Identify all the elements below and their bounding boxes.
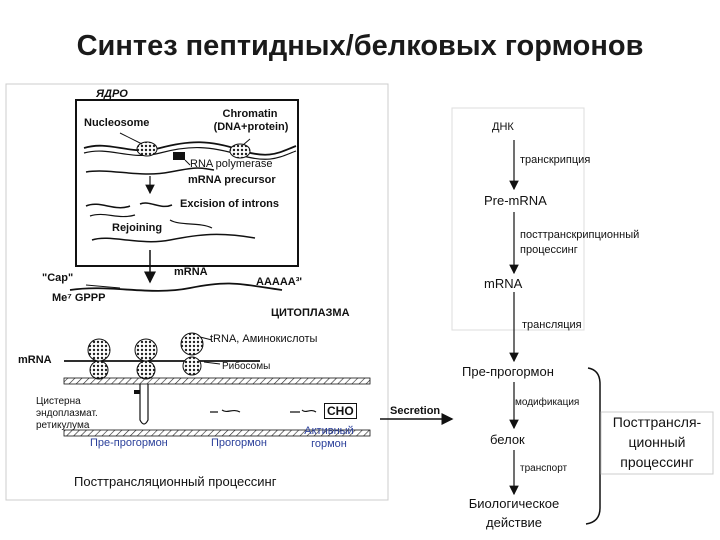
er-membrane-bottom — [63, 429, 371, 437]
ribosome-2 — [134, 338, 158, 362]
transport-label: транспорт — [520, 463, 568, 474]
chromatin-sub-label: (DNA+protein) — [213, 121, 289, 133]
nucleus-label: ЯДРО — [96, 88, 128, 100]
nucleosome-shape — [136, 141, 158, 157]
left-panel-frame — [5, 83, 389, 501]
cistern-label-1: Цистерна — [36, 396, 81, 407]
active-hormone-label-2: гормон — [311, 438, 347, 450]
protein-label: белок — [490, 432, 525, 447]
polya-label: AAAAA³' — [256, 276, 302, 288]
posttranslational-label-3: процессинг — [620, 454, 694, 470]
nucleus-box — [75, 99, 299, 267]
mrna-label-right: mRNA — [484, 276, 523, 291]
cistern-label-3: ретикулума — [36, 420, 90, 431]
ribosome-3 — [180, 332, 204, 356]
chromatin-label: Chromatin — [222, 108, 278, 120]
posttranslational-box — [600, 411, 714, 475]
pre-mrna-label: Pre-mRNA — [484, 193, 547, 208]
bio-action-label-1: Биологическое — [468, 496, 560, 511]
mrna-label-left: mRNA — [18, 354, 52, 366]
ribosomes-label: Рибосомы — [222, 361, 271, 372]
dna-label: ДНК — [492, 121, 514, 133]
trna-label: tRNA, Аминокислоты — [210, 333, 318, 345]
page-title: Синтез пептидных/белковых гормонов — [76, 30, 644, 62]
secretion-label: Secretion — [390, 405, 441, 417]
posttranslational-label-1: Посттрансля- — [612, 414, 702, 430]
mrna-precursor-label: mRNA precursor — [188, 174, 276, 186]
bio-action-label-2: действие — [486, 515, 542, 530]
dna-strand — [83, 141, 297, 156]
cytoplasm-label: ЦИТОПЛАЗМА — [271, 307, 350, 319]
post-transcr-label-1: посттранскрипционный — [520, 229, 640, 241]
post-transcr-label-2: процессинг — [520, 244, 578, 256]
er-membrane-top — [63, 377, 371, 385]
ribosome-1 — [87, 338, 111, 362]
right-panel-frame — [451, 107, 585, 331]
cistern-label-2: эндоплазмат. — [36, 408, 98, 419]
rejoining-label: Rejoining — [112, 222, 163, 234]
nucleosome-label: Nucleosome — [84, 117, 150, 129]
translation-label: трансляция — [522, 319, 582, 331]
chromatin-shape — [229, 143, 251, 159]
me-gppp-label: Me⁷ GPPP — [52, 292, 106, 304]
transcription-label: транскрипция — [520, 154, 591, 166]
rna-polymerase-shape — [173, 152, 185, 160]
modification-label: модификация — [515, 397, 580, 408]
prohormone-label: Прогормон — [211, 437, 267, 449]
cho-label: CHO — [324, 403, 357, 419]
pre-prohormone-label-right: Пре-прогормон — [462, 364, 554, 379]
pre-prohormone-label-left: Пре-прогормон — [90, 437, 168, 449]
posttranslational-label-2: ционный — [628, 434, 686, 450]
rna-polymerase-label: RNA polymerase — [190, 158, 273, 170]
mrna-strand — [69, 282, 283, 292]
bottom-caption: Посттрансляционный процессинг — [74, 474, 277, 489]
excision-label: Excision of introns — [180, 198, 280, 210]
cap-label: "Cap" — [42, 272, 74, 284]
mrna-label-top: mRNA — [174, 266, 208, 278]
posttranslational-bracket — [585, 367, 601, 525]
active-hormone-label-1: Активный — [304, 425, 354, 437]
